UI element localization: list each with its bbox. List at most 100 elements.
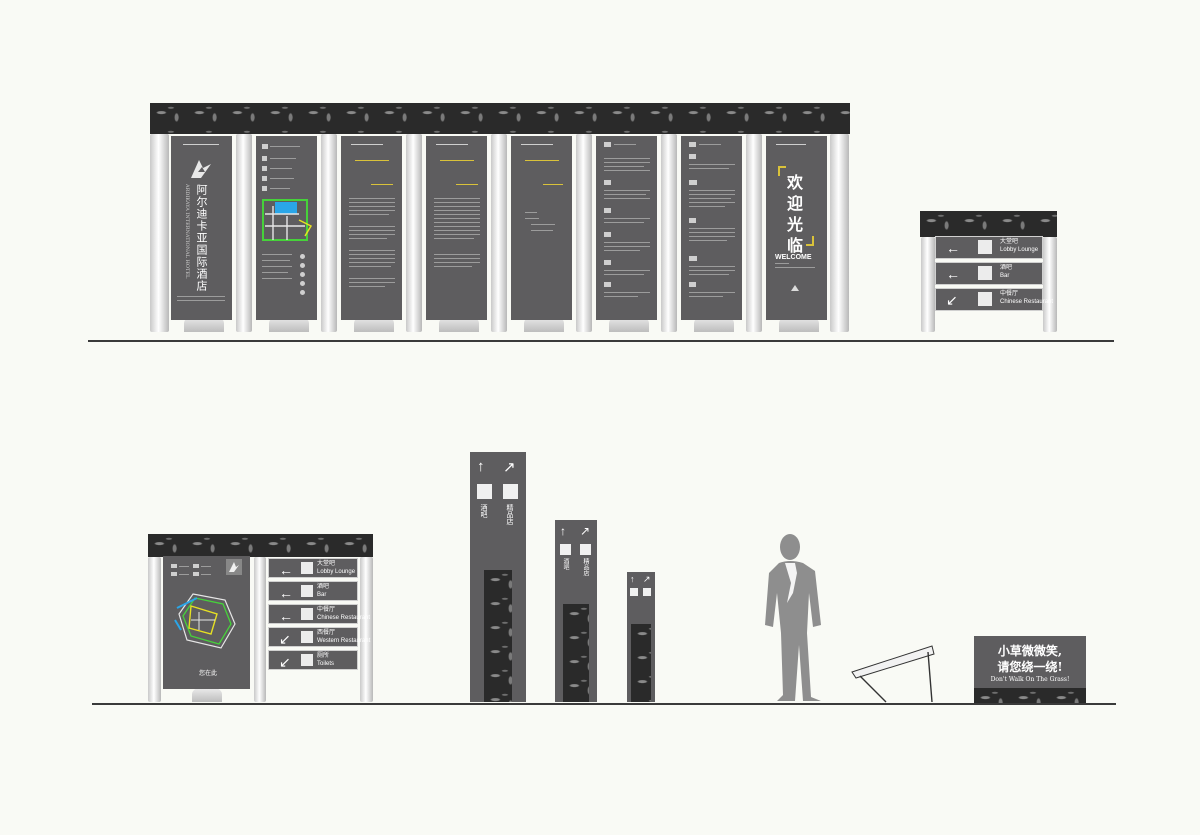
totem-small: ↑ ↗	[627, 572, 655, 702]
arrow-up-icon: ↑	[560, 524, 566, 538]
panel-text-1	[341, 136, 402, 320]
post	[830, 134, 849, 332]
bracket-close	[806, 236, 814, 246]
arrow-left-icon: ←	[279, 585, 293, 601]
small-sign-band	[920, 211, 1057, 237]
top-decorative-band	[150, 103, 850, 134]
slanted-lawn-sign	[851, 645, 935, 703]
you-are-here-caption: 您在此	[199, 671, 218, 677]
post	[406, 134, 422, 332]
bar-icon	[630, 588, 638, 596]
bar-icon	[978, 266, 992, 280]
shop-icon	[643, 588, 651, 596]
post	[661, 134, 677, 332]
hotel-name-en: ARDIKAYA INTERNATIONAL HOTEL	[184, 184, 190, 279]
totem-tall: ↑ ↗ 酒吧 精品店	[470, 452, 526, 702]
ground-line-bottom	[92, 703, 1116, 705]
direction-en: Lobby Lounge	[317, 569, 356, 575]
post	[576, 134, 592, 332]
welcome-en: WELCOME	[775, 254, 812, 261]
direction-en: Bar	[317, 592, 327, 598]
arrow-left-icon: ←	[946, 240, 960, 256]
arrow-up-right-icon: ↗	[580, 524, 591, 538]
post	[148, 557, 161, 702]
arrow-down-left-icon: ↙	[279, 654, 291, 670]
hotel-logo-badge	[226, 559, 242, 575]
direction-en: Chinese Restaurant	[317, 615, 371, 621]
post	[746, 134, 762, 332]
map-graphic	[262, 199, 313, 241]
arrow-down-left-icon: ↙	[946, 292, 958, 308]
direction-cn: 酒吧	[1000, 265, 1013, 271]
arrow-left-icon: ←	[279, 562, 293, 578]
bar-icon	[560, 544, 571, 555]
welcome-chars: 欢 迎 光 临	[784, 172, 806, 256]
map-panel: 您在此	[163, 556, 250, 689]
direction-cn: 西餐厅	[317, 630, 336, 636]
direction-row: ← 酒吧 Bar	[935, 262, 1043, 285]
shop-icon	[503, 484, 518, 499]
arrow-up-icon: ↑	[630, 574, 635, 584]
western-restaurant-icon	[301, 631, 313, 643]
grass-sign-line1: 小草微微笑,	[997, 644, 1063, 658]
welcome-char: 光	[786, 215, 803, 234]
arrow-up-right-icon: ↗	[503, 459, 516, 476]
shop-icon	[580, 544, 591, 555]
post	[254, 557, 266, 702]
post	[921, 237, 935, 332]
arrow-left-icon: ←	[946, 266, 960, 282]
panel-map-legend	[256, 136, 317, 320]
welcome-char: 临	[786, 236, 803, 255]
arrow-up-right-icon: ↗	[643, 574, 651, 584]
direction-row: ↙ 中餐厅 Chinese Restaurant	[935, 288, 1053, 311]
hotel-logo-icon	[191, 160, 211, 178]
totem-medium: ↑ ↗ 酒吧 精品店	[555, 520, 597, 702]
bar-icon	[477, 484, 492, 499]
restaurant-icon	[301, 608, 313, 620]
person-silhouette	[765, 534, 821, 701]
map-sign-band	[148, 534, 373, 557]
direction-cn: 中餐厅	[317, 607, 336, 613]
direction-en: Lobby Lounge	[1000, 247, 1039, 253]
toilet-icon	[301, 654, 313, 666]
lounge-icon	[978, 240, 992, 254]
direction-cn: 大堂吧	[1000, 239, 1019, 245]
direction-row: ← 大堂吧 Lobby Lounge	[935, 236, 1043, 259]
direction-cn: 中餐厅	[1000, 291, 1019, 297]
post	[360, 557, 373, 702]
bracket-open	[778, 166, 786, 176]
map-graphic	[174, 593, 236, 649]
direction-en: Bar	[1000, 273, 1010, 279]
direction-row: ↙ 厕所 Toilets	[268, 650, 358, 670]
arrow-left-icon: ←	[279, 608, 293, 624]
panel-welcome: 欢 迎 光 临 WELCOME	[766, 136, 827, 320]
welcome-char: 欢	[786, 173, 803, 192]
panel-text-2	[426, 136, 487, 320]
arrow-up-icon: ↑	[477, 458, 485, 475]
panel-text-3	[511, 136, 572, 320]
panel-icons-2	[681, 136, 742, 320]
grass-sign-en: Don't Walk On The Grass!	[990, 676, 1070, 683]
direction-cn: 酒吧	[317, 584, 330, 590]
direction-row: ← 大堂吧 Lobby Lounge	[268, 558, 358, 578]
direction-row: ↙ 西餐厅 Western Restaurant	[268, 627, 370, 647]
direction-en: Toilets	[317, 661, 335, 667]
direction-cn: 大堂吧	[317, 561, 336, 567]
hotel-logo-small-icon	[791, 285, 799, 291]
totem-pattern	[563, 604, 589, 702]
panel-hotel-logo: 阿尔迪卡亚国际酒店 ARDIKAYA INTERNATIONAL HOTEL	[171, 136, 232, 320]
base-dome	[192, 686, 222, 702]
panel-icons-1	[596, 136, 657, 320]
direction-en: Chinese Restaurant	[1000, 299, 1054, 305]
post	[321, 134, 337, 332]
totem-pattern	[631, 624, 651, 702]
hotel-logo-icon	[229, 562, 239, 572]
post	[491, 134, 507, 332]
totem-label: 精品店	[506, 504, 514, 525]
post	[150, 134, 169, 332]
post	[236, 134, 252, 332]
totem-label: 精品店	[582, 558, 589, 576]
direction-en: Western Restaurant	[317, 638, 371, 644]
restaurant-icon	[978, 292, 992, 306]
totem-label: 酒吧	[562, 558, 569, 570]
